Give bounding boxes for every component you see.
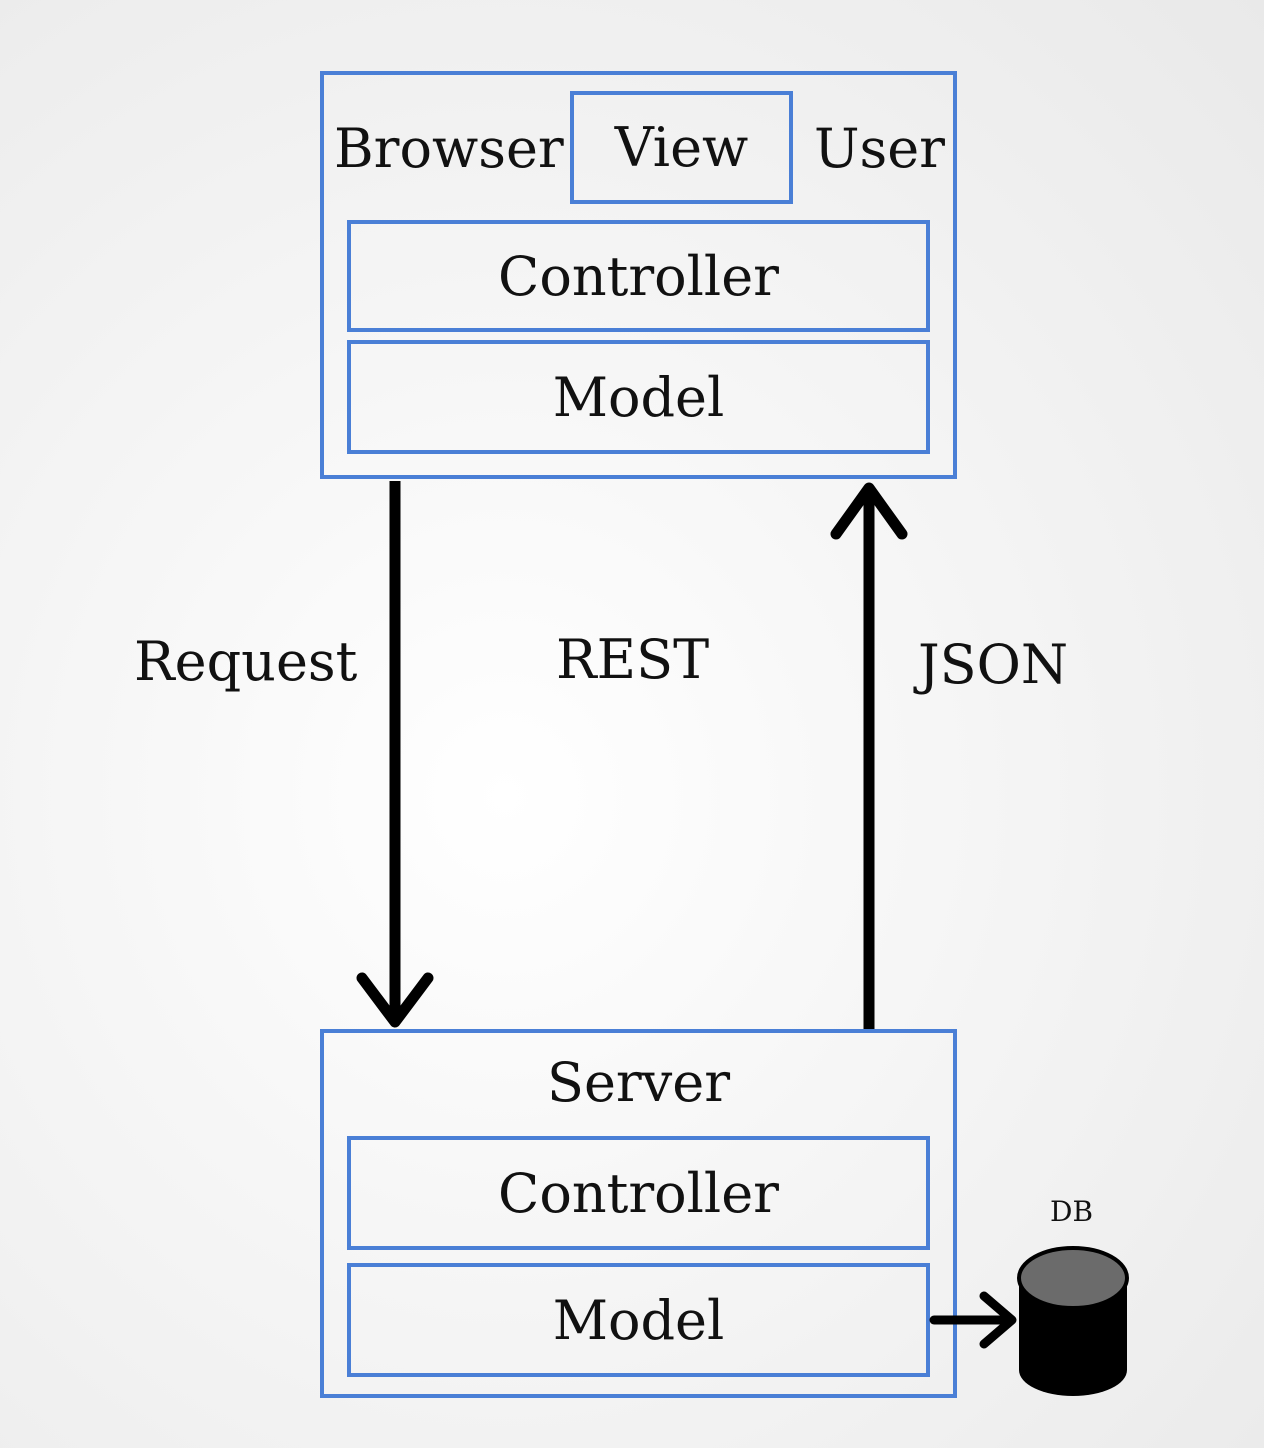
database-icon xyxy=(1017,1246,1129,1396)
browser-controller-box: Controller xyxy=(347,220,930,332)
browser-model-box: Model xyxy=(347,340,930,454)
browser-box xyxy=(320,71,957,479)
request-label: Request xyxy=(134,630,358,693)
server-label: Server xyxy=(546,1051,731,1114)
server-controller-label: Controller xyxy=(498,1161,779,1225)
browser-controller-label: Controller xyxy=(498,244,779,308)
view-label: View xyxy=(614,116,749,179)
json-label: JSON xyxy=(918,633,1069,696)
request-arrow xyxy=(356,481,434,1028)
browser-label: Browser xyxy=(334,117,564,180)
view-box: View xyxy=(570,91,793,204)
server-box xyxy=(320,1029,957,1398)
server-model-label: Model xyxy=(552,1288,725,1352)
server-model-box: Model xyxy=(347,1263,930,1377)
user-label: User xyxy=(814,117,945,180)
server-controller-box: Controller xyxy=(347,1136,930,1250)
db-label: DB xyxy=(1050,1195,1094,1228)
browser-model-label: Model xyxy=(552,365,725,429)
rest-label: REST xyxy=(556,628,710,691)
json-arrow xyxy=(830,482,908,1029)
